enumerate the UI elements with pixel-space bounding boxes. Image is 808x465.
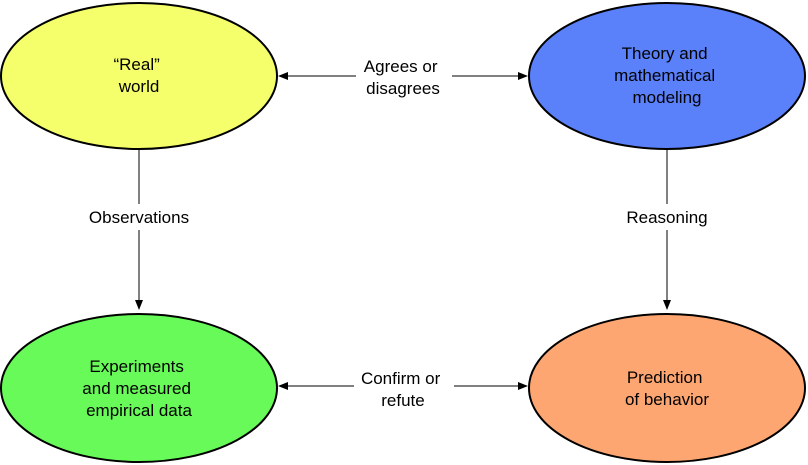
node-real-world-label: “Real” world — [113, 55, 164, 96]
node-real-world: “Real” world — [0, 2, 278, 150]
edge-observations-label: Observations — [89, 208, 189, 227]
edge-reasoning: Reasoning — [615, 148, 719, 310]
node-prediction-shape — [528, 313, 806, 463]
edge-confirm: Confirm or refute — [278, 364, 528, 410]
edge-reasoning-label-bg — [615, 204, 719, 230]
edge-agrees: Agrees or disagrees — [278, 54, 528, 98]
node-experiments-label: Experiments and measured empirical data — [82, 357, 195, 420]
node-theory-label: Theory and mathematical modeling — [614, 44, 720, 107]
edge-agrees-label-bg — [356, 54, 452, 98]
node-theory: Theory and mathematical modeling — [528, 2, 806, 150]
node-real-world-shape — [0, 2, 278, 150]
edge-observations-label-bg — [78, 204, 200, 230]
node-experiments-shape — [0, 313, 278, 463]
edge-confirm-label: Confirm or refute — [361, 369, 445, 410]
edge-confirm-label-bg — [354, 364, 454, 408]
edge-observations: Observations — [78, 148, 200, 310]
edge-reasoning-label: Reasoning — [626, 208, 707, 227]
node-theory-shape — [528, 2, 806, 150]
node-prediction-label: Prediction of behavior — [625, 368, 709, 409]
edge-agrees-label: Agrees or disagrees — [364, 57, 442, 98]
node-experiments: Experiments and measured empirical data — [0, 313, 278, 463]
node-prediction: Prediction of behavior — [528, 313, 806, 463]
